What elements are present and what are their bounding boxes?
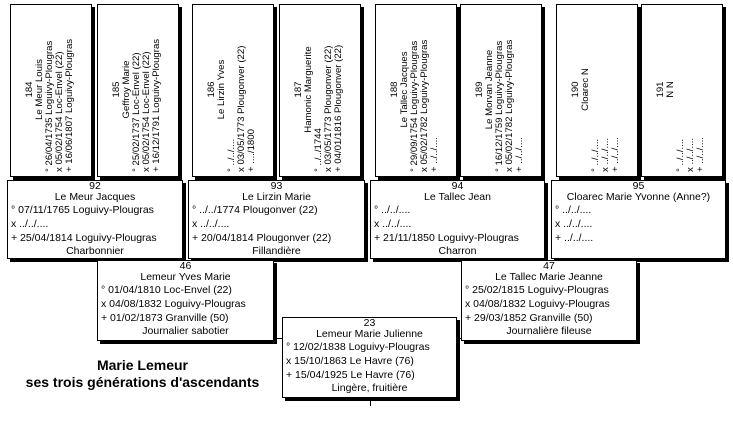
connector-line xyxy=(319,178,320,180)
person-num: 23 xyxy=(363,317,376,329)
connector-line xyxy=(500,178,501,180)
connector-line xyxy=(231,178,232,180)
person-death: + 16/12/1791 Loguivy-Plougras xyxy=(151,38,162,172)
person-name: Le Tallec Marie Jeanne xyxy=(495,271,603,283)
person-death: + 29/03/1852 Granville (50) xyxy=(465,312,593,324)
title-line-1: Marie Lemeur xyxy=(96,357,189,373)
person-birth: ° ../../1774 Plougonver (22) xyxy=(192,204,318,216)
person-birth: ° ../../.... xyxy=(374,204,411,216)
connector-line xyxy=(51,178,52,180)
person-name: Lemeur Marie Julienne xyxy=(316,328,423,340)
person-marriage: x 04/08/1832 Loguivy-Plougras xyxy=(101,298,246,310)
connector-line xyxy=(681,178,682,180)
person-num: 95 xyxy=(632,180,645,192)
person-death: + ../../.... xyxy=(610,137,621,172)
connector-line xyxy=(595,178,596,180)
person-marriage: x 15/10/1863 Le Havre (76) xyxy=(286,355,414,367)
person-marriage: x ../../.... xyxy=(555,218,593,230)
person-name: Le Meur Jacques xyxy=(54,191,136,203)
person-death: + ..../1800 xyxy=(246,129,257,172)
person-name: Le Tallec Jean xyxy=(424,191,491,203)
person-death: + 15/04/1925 Le Havre (76) xyxy=(286,369,415,381)
title-line-2: ses trois générations d'ascendants xyxy=(25,374,260,390)
person-death: + ../../.... xyxy=(429,137,440,172)
person-birth: ° 01/04/1810 Loc-Envel (22) xyxy=(101,284,232,296)
connector-line xyxy=(274,338,282,339)
person-occupation: Fillandière xyxy=(252,245,301,257)
person-occupation: Journalière fileuse xyxy=(506,325,592,337)
person-occupation: Charron xyxy=(438,245,477,257)
person-name: Lemeur Yves Marie xyxy=(140,271,231,283)
person-death: + 04/01/1816 Plougonver (22) xyxy=(333,44,344,172)
connector-line xyxy=(136,178,137,180)
person-death: + ../../.... xyxy=(695,137,706,172)
person-occupation: Journalier sabotier xyxy=(142,325,229,337)
person-birth: ° 25/02/1815 Loguivy-Plougras xyxy=(465,284,609,296)
connector-line xyxy=(457,338,461,339)
connector-line xyxy=(370,400,371,406)
person-death: + 21/11/1850 Loguivy-Plougras xyxy=(374,232,519,244)
person-num: 94 xyxy=(451,180,464,192)
person-occupation: Lingère, fruitière xyxy=(331,382,408,394)
person-occupation: Charbonnier xyxy=(66,245,124,257)
person-marriage: x 04/08/1832 Loguivy-Plougras xyxy=(465,298,610,310)
person-birth: ° ../../.... xyxy=(555,204,592,216)
person-num: 47 xyxy=(543,260,555,272)
person-name: Cloarec Marie Yvonne (Anne?) xyxy=(566,191,711,203)
person-marriage: x ../../.... xyxy=(192,218,230,230)
person-death: + 20/04/1814 Plougonver (22) xyxy=(192,232,332,244)
person-death: + 01/02/1873 Granville (50) xyxy=(101,312,229,324)
chart-title: Marie Lemeur ses trois générations d'asc… xyxy=(10,357,275,391)
person-num: 92 xyxy=(89,180,101,192)
person-death: + 16/06/1807 Loguivy-Plougras xyxy=(64,38,75,172)
person-num: 93 xyxy=(270,180,283,192)
person-num: 46 xyxy=(179,260,192,272)
person-marriage: x ../../.... xyxy=(11,218,49,230)
person-death: + 25/04/1814 Loguivy-Plougras xyxy=(11,232,157,244)
person-marriage: x ../../.... xyxy=(374,218,412,230)
person-name: Le Lirzin Marie xyxy=(242,191,311,203)
person-death: + ../../.... xyxy=(514,137,525,172)
person-death: + ../../.... xyxy=(555,232,594,244)
connector-line xyxy=(414,178,415,180)
person-birth: ° 07/11/1765 Loguivy-Plougras xyxy=(11,204,154,216)
person-birth: ° 12/02/1838 Loguivy-Plougras xyxy=(286,341,430,353)
